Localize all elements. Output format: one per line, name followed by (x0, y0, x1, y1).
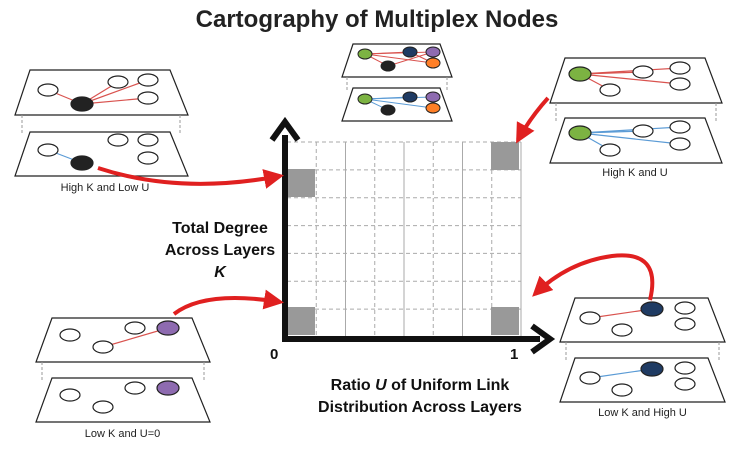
panel-low-k-high-u (559, 297, 726, 403)
arrow-low-k-high-u (532, 253, 655, 301)
y-axis-arrowhead (269, 116, 301, 142)
green-node (568, 125, 592, 141)
panel-top-center (341, 43, 453, 122)
arrow-low-k-u0 (172, 289, 284, 316)
arrow-high-k-and-u (516, 96, 550, 144)
cell-low-k-u0 (287, 307, 315, 335)
cell-low-k-high-u (491, 307, 519, 335)
caption-low-k-high-u: Low K and High U (598, 407, 687, 419)
caption-high-k-and-u: High K and U (602, 167, 668, 179)
x-axis-label-line1: Ratio U of Uniform Link (330, 377, 510, 394)
panel-low-k-u0 (35, 317, 211, 423)
cell-high-k-low-u (287, 169, 315, 197)
y-axis-symbol: K (214, 264, 226, 281)
purple-node (156, 380, 180, 396)
panel-high-k-low-u (14, 69, 189, 177)
x-axis-label: Ratio U of Uniform Link Distribution Acr… (270, 375, 570, 419)
y-axis-label: Total Degree Across Layers K (150, 218, 290, 284)
y-axis-label-line2: Across Layers (164, 242, 276, 259)
x-axis-arrowhead (530, 323, 556, 355)
black-node (70, 96, 94, 112)
cell-high-k-high-u (491, 142, 519, 170)
panel-high-k-and-u (549, 57, 723, 164)
x-tick-1: 1 (510, 346, 519, 363)
green-node (568, 66, 592, 82)
caption-low-k-u0: Low K and U=0 (84, 428, 161, 440)
navy-node (640, 301, 664, 317)
x-axis-symbol: U (375, 377, 387, 394)
x-axis-label-line2: Distribution Across Layers (318, 399, 522, 416)
x-tick-0: 0 (270, 346, 279, 363)
black-node (70, 155, 94, 171)
purple-node (156, 320, 180, 336)
y-axis-label-line1: Total Degree (172, 220, 268, 237)
navy-node (640, 361, 664, 377)
caption-high-k-low-u: High K and Low U (60, 182, 150, 194)
diagram-title: Cartography of Multiplex Nodes (195, 6, 559, 33)
arrow-high-k-low-u (97, 166, 284, 189)
cartography-grid (287, 141, 522, 337)
